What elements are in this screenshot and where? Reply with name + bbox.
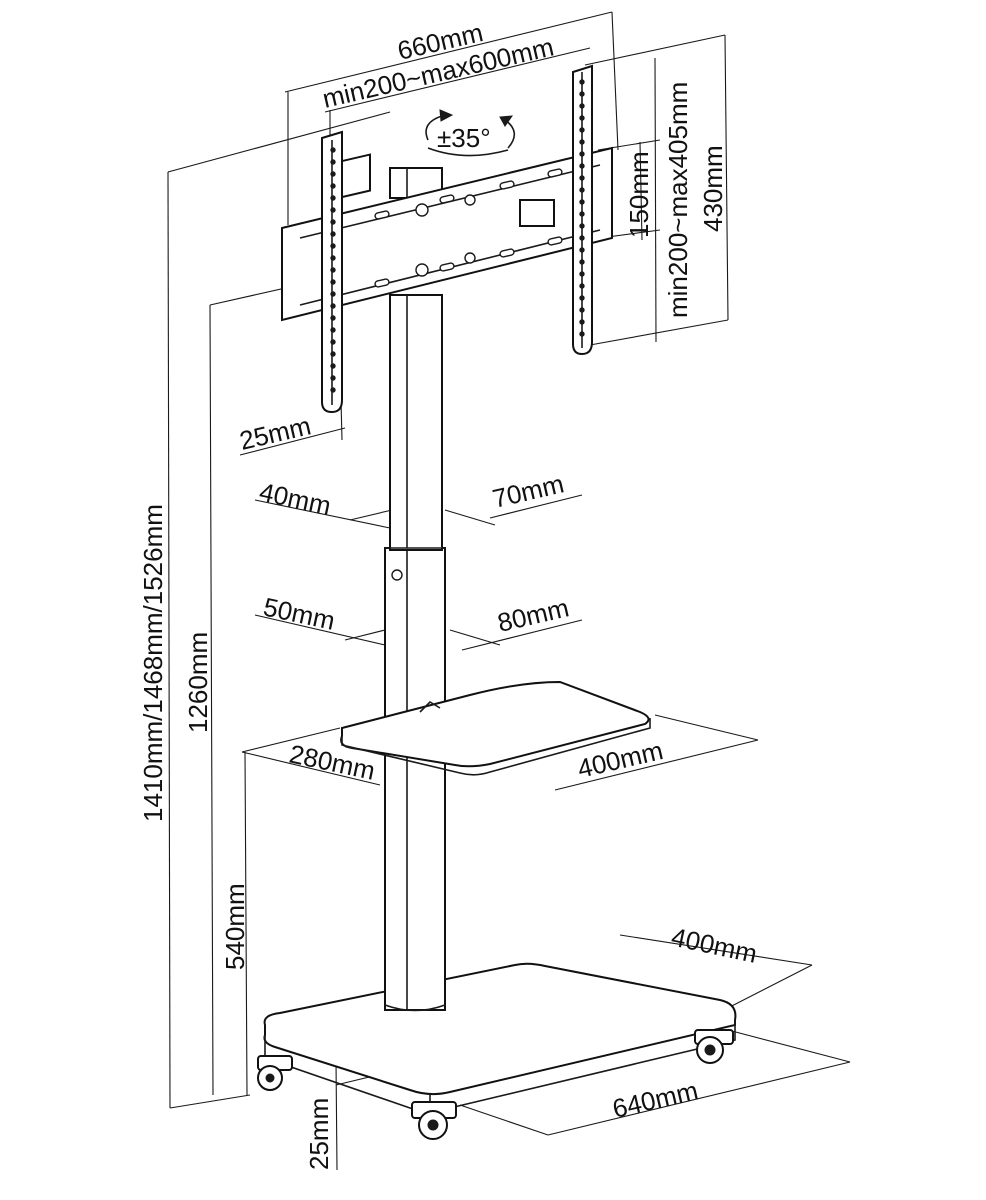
label-base-thickness: 25mm: [304, 1098, 334, 1170]
vesa-bracket: [281, 64, 613, 414]
caster-back-right: [694, 1029, 734, 1064]
pole: [384, 167, 446, 1012]
label-center-height: 1260mm: [183, 632, 213, 733]
label-base-depth: 400mm: [669, 922, 760, 969]
caster-wheels: [257, 1029, 734, 1140]
right-arm-holes: [579, 79, 585, 337]
caster-front-left: [257, 1055, 293, 1091]
rail-slots: [374, 168, 563, 288]
label-plate-height: 430mm: [698, 145, 728, 232]
caster-front-center: [411, 1101, 457, 1140]
label-upper-pole-depth: 40mm: [257, 477, 334, 521]
label-shelf-width: 400mm: [575, 735, 666, 784]
label-bracket-depth: 25mm: [237, 410, 314, 455]
label-base-width: 640mm: [610, 1075, 701, 1124]
label-vesa-vertical: min200~max405mm: [663, 82, 693, 318]
label-lower-pole-width: 80mm: [495, 592, 572, 637]
label-tilt: ±35°: [437, 123, 491, 153]
tilt-arrow-icon: [425, 109, 516, 157]
glass-shelf: [340, 680, 651, 776]
label-shelf-height: 540mm: [220, 883, 250, 970]
label-lower-pole-depth: 50mm: [261, 592, 338, 636]
label-bracket-height: 150mm: [624, 151, 654, 238]
label-upper-pole-width: 70mm: [490, 468, 567, 513]
left-arm-holes: [330, 147, 336, 393]
label-total-height: 1410mm/1468mm/1526mm: [138, 504, 168, 822]
